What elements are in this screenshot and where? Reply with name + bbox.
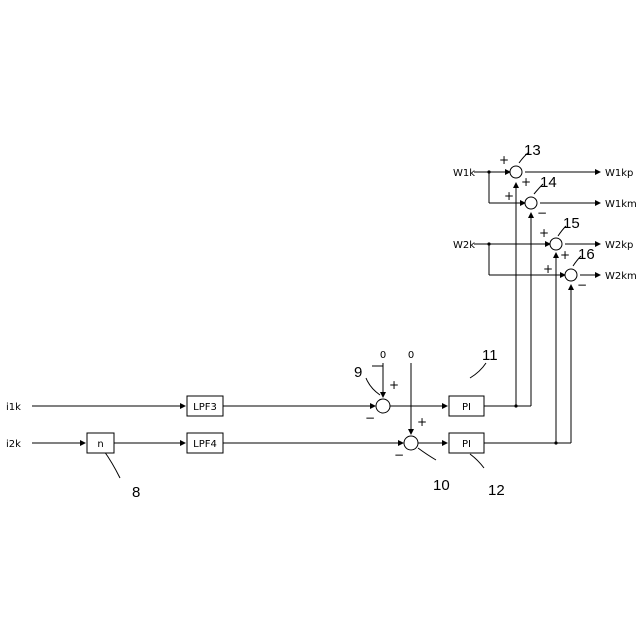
input-w1k-label: W1k — [453, 168, 475, 179]
sign-minus-10: − — [394, 448, 404, 462]
ref-numeral-8: 8 — [132, 484, 140, 501]
setpoint-10-label: 0 — [408, 350, 414, 361]
summing-junction-14 — [525, 197, 537, 209]
output-w2kp-label: W2kp — [605, 240, 633, 251]
gain-block-n-label: n — [97, 439, 103, 450]
output-w1kp-label: W1kp — [605, 168, 633, 179]
input-w2k-label: W2k — [453, 240, 475, 251]
sign-plus-13-left: + — [499, 153, 509, 167]
input-i2k-label: i2k — [6, 439, 21, 450]
sign-plus-10: + — [417, 415, 427, 429]
setpoint-9-label: 0 — [380, 350, 386, 361]
summing-junction-10 — [404, 436, 418, 450]
sign-plus-13-bottom: + — [521, 175, 531, 189]
sign-plus-9: + — [389, 378, 399, 392]
sign-plus-16-left: + — [543, 262, 553, 276]
lpf3-block-label: LPF3 — [193, 402, 217, 413]
output-w2km-label: W2km — [605, 271, 637, 282]
ref-numeral-14: 14 — [540, 174, 557, 191]
pi-block-11-label: PI — [462, 402, 471, 413]
input-i1k-label: i1k — [6, 402, 21, 413]
lpf4-block-label: LPF4 — [193, 439, 217, 450]
sign-minus-16-bottom: − — [577, 278, 587, 292]
sign-plus-15-bottom: + — [560, 248, 570, 262]
summing-junction-16 — [565, 269, 577, 281]
ref-numeral-15: 15 — [563, 215, 580, 232]
junction-dots — [487, 170, 557, 444]
ref-numeral-16: 16 — [578, 246, 595, 263]
ref-numeral-13: 13 — [524, 142, 541, 159]
output-w1km-label: W1km — [605, 199, 637, 210]
arrowheads — [80, 169, 601, 446]
ref-numeral-10: 10 — [433, 477, 450, 494]
ref-numeral-9: 9 — [354, 364, 362, 381]
ref-numeral-12: 12 — [488, 482, 505, 499]
sign-minus-9: − — [365, 411, 375, 425]
summing-junction-9 — [376, 399, 390, 413]
pi-block-12-label: PI — [462, 439, 471, 450]
sign-minus-14-bottom: − — [537, 206, 547, 220]
ref-numeral-11: 11 — [482, 347, 498, 364]
sign-plus-14-left: + — [504, 189, 514, 203]
sign-plus-15-left: + — [539, 226, 549, 240]
